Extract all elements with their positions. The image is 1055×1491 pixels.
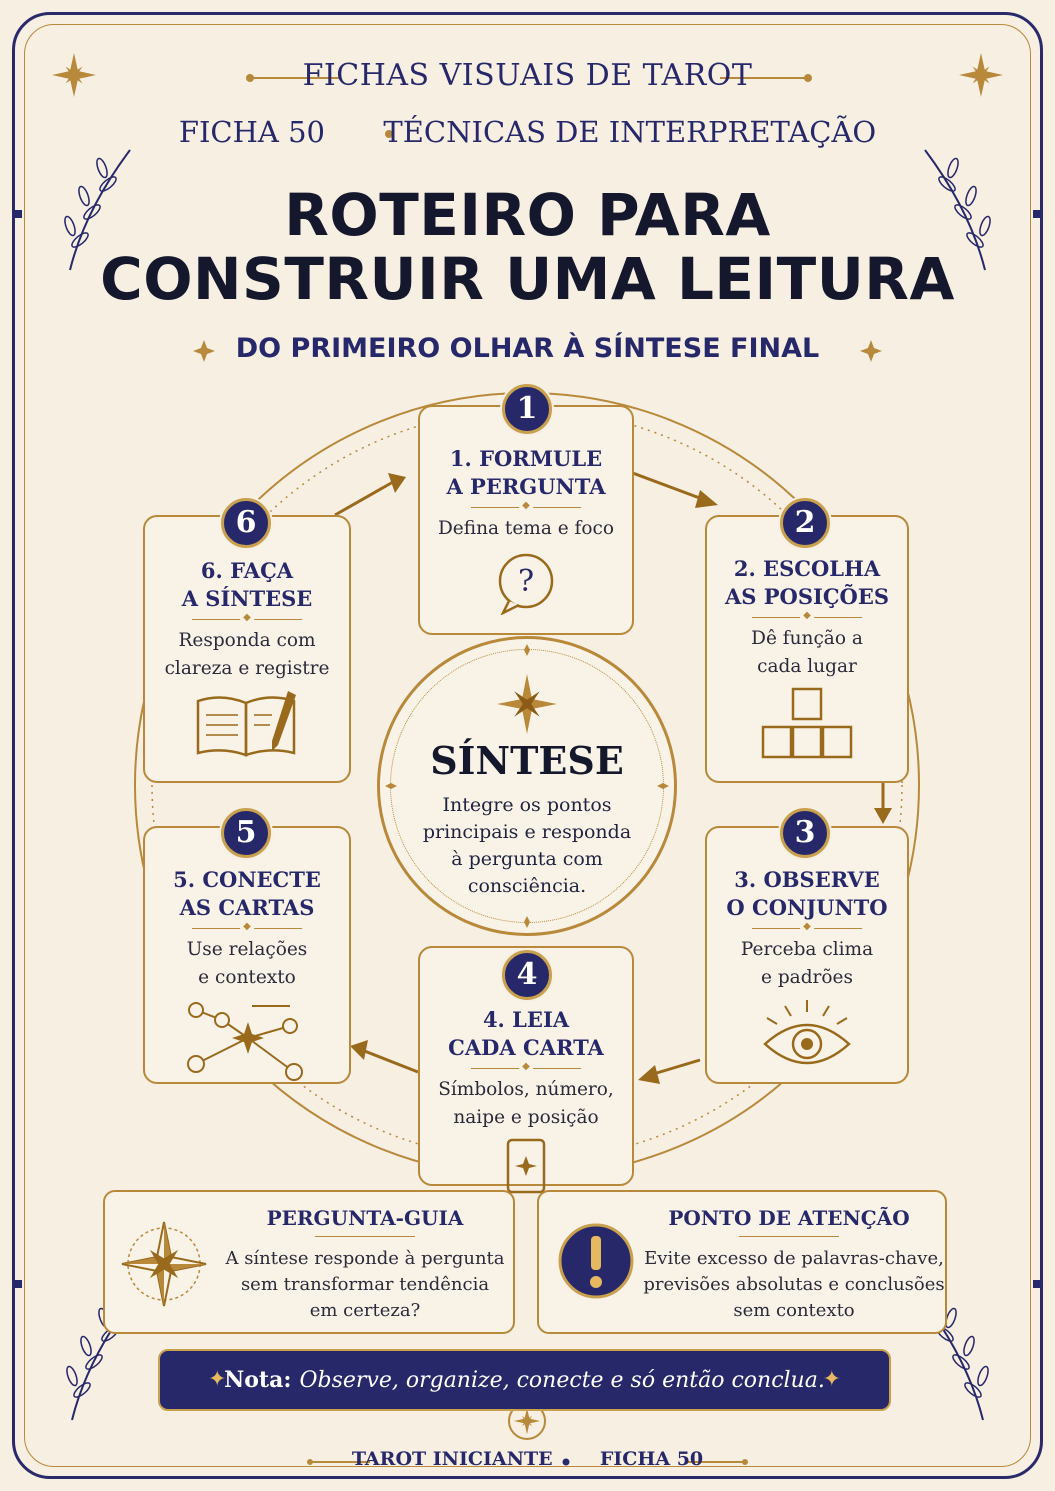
step-card-2: 2. ESCOLHA AS POSIÇÕES Dê função a cada … (705, 515, 909, 783)
compass-star-icon (497, 674, 557, 734)
eye-icon (763, 1000, 851, 1065)
arrow-icon (388, 473, 406, 493)
attention-box: PONTO DE ATENÇÃO Evite excesso de palavr… (537, 1190, 947, 1334)
step-badge-4: 4 (502, 950, 552, 1000)
guide-desc: A síntese responde à pergunta sem transf… (225, 1248, 505, 1321)
sheet-line: FICHA 50 TÉCNICAS DE INTERPRETAÇÃO (0, 115, 1055, 149)
step-desc: Símbolos, número, naipe e posição (438, 1079, 614, 1128)
synthesis-title: SÍNTESE (430, 738, 624, 783)
exclamation-icon (558, 1223, 634, 1299)
note-label: Nota: (224, 1367, 292, 1393)
step-title: 4. LEIA CADA CARTA (448, 1007, 604, 1060)
step-badge-3: 3 (780, 808, 830, 858)
footer-left: TAROT INICIANTE (351, 1448, 553, 1470)
page-subtitle: DO PRIMEIRO OLHAR À SÍNTESE FINAL (235, 333, 820, 364)
step-title: 3. OBSERVE O CONJUNTO (726, 867, 888, 920)
step-badge-1: 1 (502, 384, 552, 434)
step-desc: Dê função a cada lugar (751, 628, 863, 677)
sparkle-icon: ✦ (822, 1367, 841, 1392)
step-title: 1. FORMULE A PERGUNTA (446, 446, 606, 499)
step-desc: Perceba clima e padrões (740, 939, 874, 988)
inner-frame (24, 24, 1031, 1467)
svg-text:?: ? (518, 564, 534, 599)
guide-title: PERGUNTA-GUIA (266, 1206, 464, 1230)
sparkle-icon (193, 340, 215, 362)
arrow-icon (350, 1040, 368, 1060)
step-badge-5: 5 (221, 808, 271, 858)
title-line-2: CONSTRUIR UMA LEITURA (100, 245, 955, 313)
page-title: ROTEIRO PARA CONSTRUIR UMA LEITURA (0, 183, 1055, 311)
step-desc: Defina tema e foco (437, 518, 615, 539)
step-title: 6. FAÇA A SÍNTESE (181, 558, 313, 611)
card-icon (506, 1138, 546, 1194)
sheet-number: FICHA 50 (178, 115, 325, 149)
sparkle-icon (860, 340, 882, 362)
note-banner: ✦ Nota: Observe, organize, conecte e só e… (158, 1349, 891, 1411)
footer: TAROT INICIANTE FICHA 50 (0, 1448, 1055, 1470)
constellation-icon (187, 1002, 303, 1081)
arrow-icon (695, 490, 718, 508)
note-text: Observe, organize, conecte e só então co… (299, 1368, 825, 1393)
step-card-6: 6. FAÇA A SÍNTESE Responda com clareza e… (143, 515, 351, 783)
step-badge-2: 2 (780, 498, 830, 548)
step-title: 2. ESCOLHA AS POSIÇÕES (724, 556, 890, 609)
arrow-icon (638, 1065, 660, 1084)
section-name: TÉCNICAS DE INTERPRETAÇÃO (383, 115, 877, 149)
compass-icon (121, 1221, 207, 1307)
step-card-5: 5. CONECTE AS CARTAS Use relações e cont… (143, 826, 351, 1084)
title-line-1: ROTEIRO PARA (284, 181, 771, 249)
step-badge-6: 6 (221, 498, 271, 548)
attention-title: PONTO DE ATENÇÃO (668, 1206, 910, 1230)
footer-right: FICHA 50 (599, 1448, 704, 1470)
sparkle-icon: ✦ (208, 1367, 227, 1392)
step-desc: Use relações e contexto (186, 939, 308, 988)
synthesis-ornaments (385, 644, 669, 928)
step-desc: Responda com clareza e registre (164, 630, 330, 679)
attention-desc: Evite excesso de palavras-chave, previsõ… (643, 1248, 945, 1321)
step-title: 5. CONECTE AS CARTAS (173, 867, 321, 920)
arrow-icon (874, 808, 892, 824)
outer-frame (12, 12, 1043, 1479)
question-bubble-icon: ? (498, 553, 554, 616)
book-pen-icon (196, 691, 296, 757)
series-title: FICHAS VISUAIS DE TAROT (302, 58, 753, 93)
step-card-3: 3. OBSERVE O CONJUNTO Perceba clima e pa… (705, 826, 909, 1084)
guide-box: PERGUNTA-GUIA A síntese responde à pergu… (103, 1190, 515, 1334)
synthesis-desc: Integre os pontos principais e responda … (422, 794, 632, 897)
squares-icon (761, 687, 853, 759)
step-card-1: 1. FORMULE A PERGUNTA Defina tema e foco… (418, 405, 634, 635)
